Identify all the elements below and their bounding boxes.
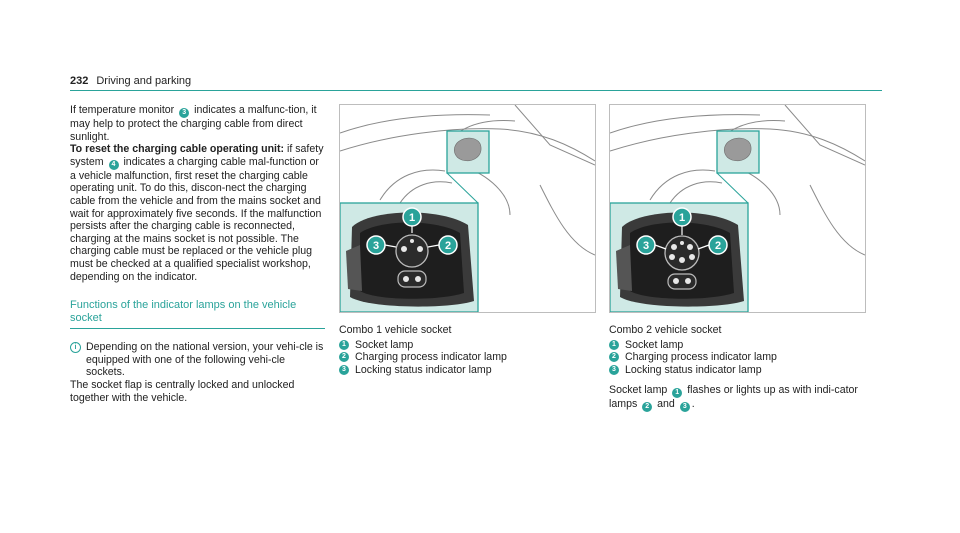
list-item-text: Locking status indicator lamp xyxy=(625,363,762,376)
figure-caption-combo1: Combo 1 vehicle socket xyxy=(339,324,452,336)
info-note: i Depending on the national version, your… xyxy=(70,341,325,379)
paragraph-reset: To reset the charging cable operating un… xyxy=(70,143,325,283)
text: indicates a malfunc-tion, it may help to… xyxy=(70,104,317,143)
list-item: 1 Socket lamp xyxy=(609,339,864,352)
callout-2-label: 2 xyxy=(715,240,721,252)
callout-2: 2 xyxy=(438,235,458,255)
list-item-text: Socket lamp xyxy=(625,338,684,351)
list-item-text: Charging process indicator lamp xyxy=(625,351,777,364)
callout-badge: 4 xyxy=(108,159,119,170)
callout-badge: 3 xyxy=(679,402,690,413)
list-item: 3 Locking status indicator lamp xyxy=(339,364,594,377)
text: and xyxy=(654,398,678,411)
text: If temperature monitor xyxy=(70,104,178,116)
legend-list: 1 Socket lamp 2 Charging process indicator… xyxy=(339,339,594,377)
callout-3: 3 xyxy=(636,235,656,255)
list-item: 2 Charging process indicator lamp xyxy=(339,351,594,364)
callout-2-label: 2 xyxy=(445,240,451,252)
list-item: 1 Socket lamp xyxy=(339,339,594,352)
column-middle: Combo 1 vehicle socket 1 Socket lamp 2 Cha… xyxy=(339,324,594,376)
callout-badge: 3 xyxy=(339,364,349,375)
callout-1: 1 xyxy=(402,207,422,227)
callout-3-label: 3 xyxy=(643,240,649,252)
text: . xyxy=(691,398,695,411)
figure-combo2: 1 3 2 xyxy=(609,104,866,313)
callout-1: 1 xyxy=(672,207,692,227)
reset-heading: To reset the charging cable operating un… xyxy=(70,143,285,156)
list-item: 2 Charging process indicator lamp xyxy=(609,351,864,364)
list-item: 3 Locking status indicator lamp xyxy=(609,364,864,377)
callout-badge: 2 xyxy=(609,352,619,363)
list-item-text: Charging process indicator lamp xyxy=(355,351,507,364)
page-header: 232 Driving and parking xyxy=(70,74,882,91)
callout-badge: 3 xyxy=(609,364,619,375)
paragraph-socket-flap: The socket flap is centrally locked and … xyxy=(70,378,295,404)
callout-2: 2 xyxy=(708,235,728,255)
list-item-text: Locking status indicator lamp xyxy=(355,363,492,376)
section-name: Driving and parking xyxy=(96,75,192,87)
paragraph-socket-lamp: Socket lamp 1 flashes or lights up as wi… xyxy=(609,384,864,413)
callout-3: 3 xyxy=(366,235,386,255)
text: flashes or lights up as with indi-cator … xyxy=(609,384,858,411)
text: Socket lamp xyxy=(609,384,671,397)
legend-list: 1 Socket lamp 2 Charging process indicator… xyxy=(609,339,864,377)
callout-badge: 1 xyxy=(339,339,349,350)
callout-1-label: 1 xyxy=(409,212,415,224)
callout-badge: 1 xyxy=(672,388,683,399)
page-number: 232 xyxy=(70,75,89,87)
text: indicates a charging cable mal-function … xyxy=(70,155,322,283)
callout-1-label: 1 xyxy=(679,212,685,224)
column-left: If temperature monitor 3 indicates a mal… xyxy=(70,104,325,404)
combo2-illustration: 1 3 2 xyxy=(610,105,865,312)
text: if safety system xyxy=(70,143,324,168)
figure-combo1: 1 3 2 xyxy=(339,104,596,313)
section-title: Functions of the indicator lamps on the … xyxy=(70,299,325,330)
note-text: Depending on the national version, your … xyxy=(86,341,324,379)
callout-badge: 2 xyxy=(642,402,653,413)
callout-badge: 2 xyxy=(339,352,349,363)
paragraph-temperature: If temperature monitor 3 indicates a mal… xyxy=(70,104,325,143)
callout-badge: 3 xyxy=(179,108,190,118)
figure-caption-combo2: Combo 2 vehicle socket xyxy=(609,324,722,336)
callout-3-label: 3 xyxy=(373,240,379,252)
combo1-illustration: 1 3 2 xyxy=(340,105,595,312)
callout-badge: 1 xyxy=(609,339,619,350)
list-item-text: Socket lamp xyxy=(355,338,414,351)
info-icon: i xyxy=(70,342,81,354)
